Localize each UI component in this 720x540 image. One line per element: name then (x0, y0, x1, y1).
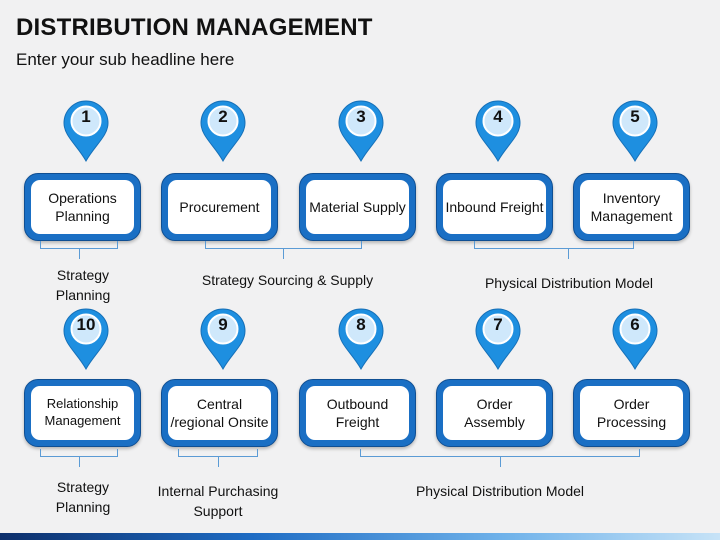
step-pin-7: 7 (475, 308, 521, 370)
step-pin-5: 5 (612, 100, 658, 162)
step-card-5: Inventory Management (573, 173, 690, 241)
group-label: Strategy Planning (55, 479, 111, 515)
group-label: Physical Distribution Model (415, 483, 585, 499)
bracket-stem (79, 457, 80, 467)
step-number: 3 (356, 107, 366, 126)
step-card-4: Inbound Freight (436, 173, 553, 241)
step-number: 1 (81, 107, 91, 126)
step-card-7: Order Assembly (436, 379, 553, 447)
step-card-6: Order Processing (573, 379, 690, 447)
step-label: Central /regional Onsite (168, 386, 271, 440)
step-number: 6 (630, 315, 640, 334)
step-label: Material Supply (306, 180, 409, 234)
group-label: Internal Purchasing Support (157, 483, 279, 519)
step-card-3: Material Supply (299, 173, 416, 241)
group-bracket (178, 449, 258, 457)
bracket-stem (218, 457, 219, 467)
step-pin-10: 10 (63, 308, 109, 370)
step-card-1: Operations Planning (24, 173, 141, 241)
group-bracket (40, 241, 118, 249)
page-title: DISTRIBUTION MANAGEMENT (16, 14, 373, 41)
step-label: Order Processing (580, 386, 683, 440)
step-label: Procurement (168, 180, 271, 234)
step-number: 9 (218, 315, 228, 334)
bracket-stem (283, 249, 284, 259)
footer-gradient-bar (0, 533, 720, 540)
group-bracket (474, 241, 634, 249)
step-number: 10 (76, 315, 96, 334)
step-pin-2: 2 (200, 100, 246, 162)
group-label: Strategy Planning (55, 267, 111, 303)
step-label: Operations Planning (31, 180, 134, 234)
step-pin-3: 3 (338, 100, 384, 162)
step-number: 8 (356, 315, 366, 334)
step-label: Relationship Management (31, 386, 134, 440)
group-bracket (360, 449, 640, 457)
step-number: 2 (218, 107, 228, 126)
step-card-10: Relationship Management (24, 379, 141, 447)
group-bracket (40, 449, 118, 457)
group-label: Strategy Sourcing & Supply (201, 272, 374, 288)
step-number: 4 (493, 107, 503, 126)
step-number: 5 (630, 107, 640, 126)
step-pin-6: 6 (612, 308, 658, 370)
step-card-2: Procurement (161, 173, 278, 241)
bracket-stem (500, 457, 501, 467)
step-label: Outbound Freight (306, 386, 409, 440)
page-subtitle: Enter your sub headline here (16, 50, 235, 69)
bracket-stem (79, 249, 80, 259)
step-label: Inbound Freight (443, 180, 546, 234)
step-pin-9: 9 (200, 308, 246, 370)
step-card-9: Central /regional Onsite (161, 379, 278, 447)
step-pin-1: 1 (63, 100, 109, 162)
bracket-stem (568, 249, 569, 259)
step-pin-8: 8 (338, 308, 384, 370)
step-number: 7 (493, 315, 503, 334)
group-label: Physical Distribution Model (484, 275, 654, 291)
group-bracket (205, 241, 362, 249)
step-label: Inventory Management (580, 180, 683, 234)
step-card-8: Outbound Freight (299, 379, 416, 447)
step-pin-4: 4 (475, 100, 521, 162)
step-label: Order Assembly (443, 386, 546, 440)
